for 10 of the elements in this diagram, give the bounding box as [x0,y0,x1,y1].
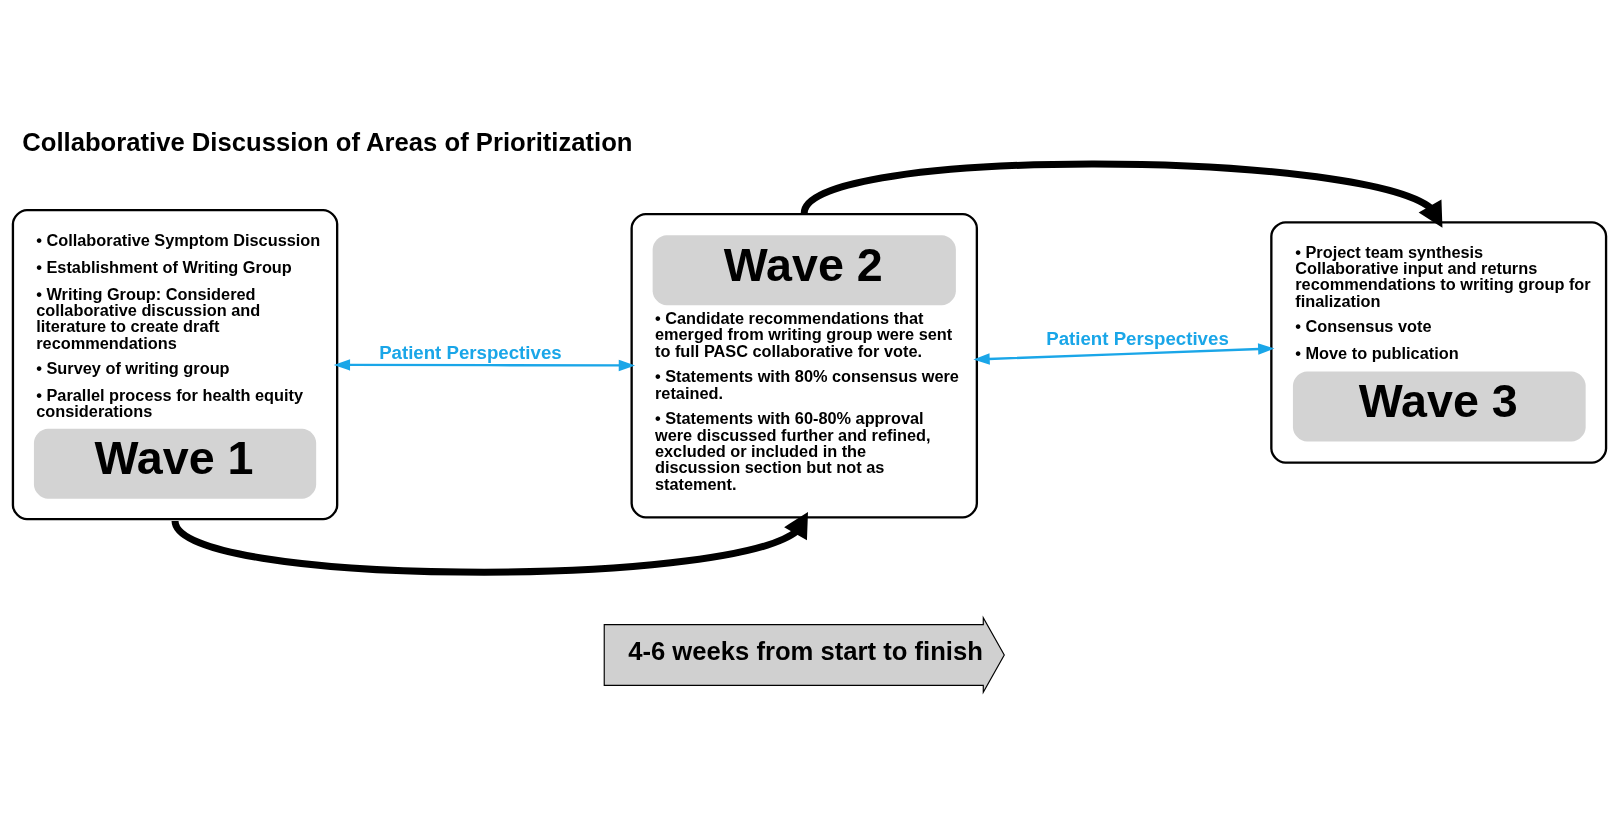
node-box: • Collaborative Symptom Discussion • Establishment of Writing Group • Writing Group: Considered collaborative discussion and literature to create draft recommendations • Survey of writing group • Parallel process for health equity considerations Wave 1 [11,208,339,520]
arrow [172,511,808,576]
arrow [973,342,1275,365]
diagram-title: Collaborative Discussion of Areas of Prioritization [22,127,633,156]
arrow [333,358,636,371]
edge-label: Patient Perspectives [1046,327,1229,349]
node-box: • Project team synthesis Collaborative input and returns recommendations to writing group for finalization • Consensus vote • Move to publication Wave 3 [1270,220,1608,464]
node-box: Wave 2 • Candidate recommendations that emerged from writing group were sent to full PASC collaborative for vote. • Statements with 80% consensus were retained. • Statements with 60-80% approval were discussed further and refined, excluded or included in the discussion section but not as statement. [630,212,979,519]
edge-label: Patient Perspectives [379,341,562,363]
arrow [801,160,1443,228]
